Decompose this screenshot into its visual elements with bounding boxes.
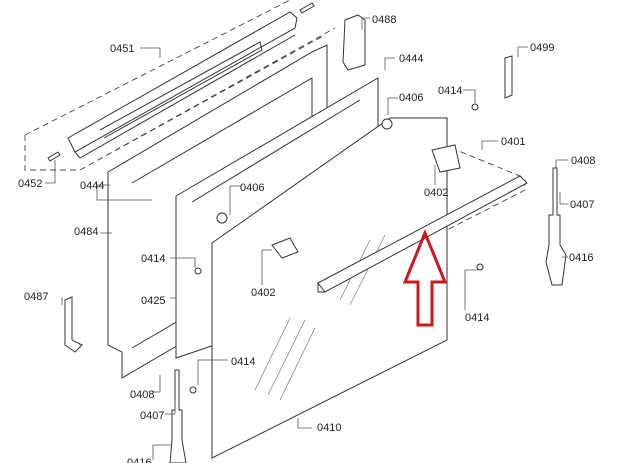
bracket-0487 xyxy=(64,296,83,353)
part-label: 0451 xyxy=(110,43,134,55)
clip-0414 xyxy=(476,263,484,271)
part-label: 0402 xyxy=(251,287,275,299)
part-label: 0452 xyxy=(18,178,42,190)
part-label: 0416 xyxy=(569,252,593,264)
part-label: 0406 xyxy=(240,182,264,194)
leader-lines xyxy=(45,17,568,460)
part-label: 0414 xyxy=(465,312,489,324)
clip-0414 xyxy=(194,267,202,275)
top-trim-part xyxy=(47,2,315,162)
part-label: 0414 xyxy=(438,85,462,97)
part-label: 0499 xyxy=(530,42,554,54)
clip-0414 xyxy=(471,103,479,111)
part-label: 0401 xyxy=(501,136,525,148)
part-label: 0416 xyxy=(127,457,151,463)
clip-0414 xyxy=(189,386,197,394)
bracket-0488 xyxy=(342,14,366,71)
part-label: 0407 xyxy=(140,410,164,422)
part-label: 0414 xyxy=(231,356,255,368)
part-label: 0444 xyxy=(399,53,423,65)
top-trim-dashed-box xyxy=(24,0,336,171)
part-label: 0444 xyxy=(80,180,104,192)
part-label: 0407 xyxy=(570,199,594,211)
part-label: 0484 xyxy=(74,226,98,238)
red-arrow-indicator xyxy=(402,229,448,327)
door-handle-part xyxy=(271,144,528,293)
part-label: 0402 xyxy=(424,187,448,199)
bush-0406-right xyxy=(381,118,393,130)
hinge-right-0416 xyxy=(545,167,567,286)
part-label: 0414 xyxy=(141,253,165,265)
part-label: 0487 xyxy=(24,291,48,303)
part-label: 0406 xyxy=(399,92,423,104)
part-label: 0488 xyxy=(372,14,396,26)
part-label: 0425 xyxy=(141,295,165,307)
part-label: 0408 xyxy=(571,155,595,167)
part-label: 0410 xyxy=(317,422,341,434)
hinge-left-0416 xyxy=(169,369,187,463)
strip-0499 xyxy=(504,55,513,99)
part-label: 0408 xyxy=(130,389,154,401)
bush-0406-left xyxy=(216,212,228,224)
